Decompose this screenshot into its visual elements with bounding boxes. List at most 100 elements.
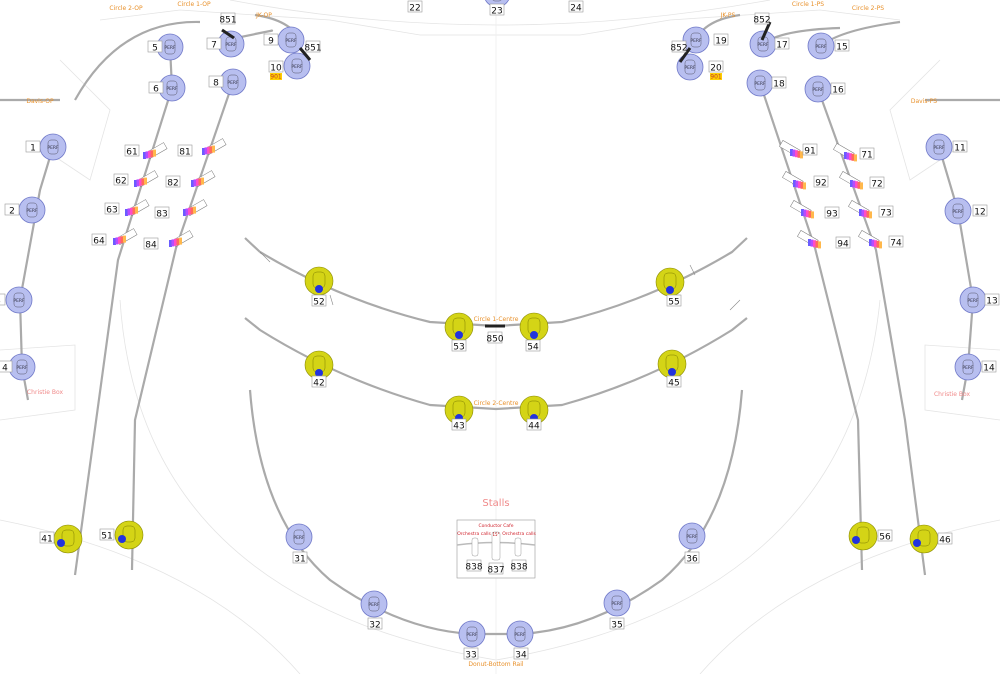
yellow-fixture-46[interactable]: 46 [909, 524, 953, 554]
yellow-fixture-45[interactable]: 45 [657, 349, 687, 389]
led-fixture-64[interactable]: 64 [91, 228, 138, 247]
fixture-number-31-text: 31 [294, 555, 305, 565]
led-fixture-72[interactable]: 72 [839, 171, 885, 190]
channel-number-text: 851 [219, 16, 236, 26]
channel-tag-852: 852 [670, 40, 692, 63]
perf-fixture-icon [285, 523, 313, 551]
yellow-fixture-54[interactable]: 54 [519, 312, 549, 353]
fixture-number-44: 44 [526, 418, 542, 432]
fixture-number-6-text: 6 [153, 85, 159, 95]
led-fixture-82[interactable]: 82 [165, 170, 216, 189]
led-fixture-63[interactable]: 63 [104, 199, 150, 216]
perf-icon-label: PERF [611, 601, 623, 607]
fixture-number-81: 81 [177, 144, 193, 158]
yellow-fixture-43[interactable]: 43 [444, 395, 474, 432]
fixture-number-17: 17 [774, 37, 790, 51]
perf-fixture-35[interactable]: PERF 35 [603, 589, 631, 631]
perf-fixture-icon [925, 133, 953, 161]
fixture-number-3-text: 3 [0, 297, 1, 307]
position-label-circle1-op: Circle 1-OP [177, 1, 211, 8]
perf-fixture-6[interactable]: PERF 6 [148, 74, 186, 102]
fixture-number-43-text: 43 [453, 422, 464, 432]
fixture-number-62-text: 62 [115, 177, 126, 187]
channel-number: 852 [670, 40, 688, 54]
led-fixture-94[interactable]: 94 [797, 230, 851, 250]
perf-icon-label: PERF [291, 64, 303, 70]
yellow-fixture-41[interactable]: 41 [39, 524, 83, 554]
fixture-number-94-text: 94 [837, 240, 849, 250]
fixture-number-84-text: 84 [145, 241, 157, 251]
perf-icon-label: PERF [285, 38, 297, 44]
yellow-fixture-51[interactable]: 51 [99, 520, 144, 550]
perf-fixture-7[interactable]: PERF 7 [206, 30, 245, 58]
perf-icon-label: PERF [47, 145, 59, 151]
led-fixture-61[interactable]: 61 [124, 142, 168, 159]
led-fixture-91[interactable]: 91 [779, 140, 818, 159]
fixture-number-6: 6 [148, 81, 164, 95]
led-fixture-92[interactable]: 92 [782, 171, 829, 190]
led-fixture-93[interactable]: 93 [790, 200, 840, 220]
perf-icon-label: PERF [225, 42, 237, 48]
led-fixture-62[interactable]: 62 [113, 170, 159, 187]
fixture-number-18-text: 18 [773, 80, 785, 90]
position-label-circle2-ps: Circle 2-PS [852, 5, 884, 12]
fixture-number-31: 31 [292, 551, 308, 565]
led-fixture-81[interactable]: 81 [177, 138, 227, 158]
yellow-fixture-42[interactable]: 42 [304, 350, 334, 389]
position-label-circle1-centre: Circle 1-Centre [474, 316, 519, 323]
perf-fixture-icon [678, 522, 706, 550]
fixture-number-42-text: 42 [313, 379, 324, 389]
fixture-number-8: 8 [208, 75, 224, 89]
fixture-number-7-text: 7 [211, 41, 217, 51]
badge-icon [455, 331, 463, 339]
fixture-number-16: 16 [830, 82, 846, 96]
perf-fixture-18[interactable]: PERF 18 [746, 69, 787, 97]
perf-icon-label: PERF [754, 81, 766, 87]
led-fixture-71[interactable]: 71 [833, 143, 875, 162]
yellow-fixture-52[interactable]: 52 [304, 266, 334, 308]
led-fixture-84[interactable]: 84 [143, 230, 194, 251]
yellow-fixture-icon [909, 524, 939, 554]
fixture-number-8-text: 8 [213, 79, 219, 89]
orchestra-calls-right: Orchestra calls [502, 531, 536, 537]
fixture-number-62: 62 [113, 173, 129, 187]
yellow-fixture-53[interactable]: 53 [444, 312, 474, 353]
channel-838-left-text: 838 [465, 563, 482, 573]
fixture-number-52: 52 [311, 294, 327, 308]
perf-icon-label: PERF [166, 86, 178, 92]
yellow-fixture-56[interactable]: 56 [848, 521, 893, 551]
led-fixture-73[interactable]: 73 [848, 200, 894, 219]
perf-fixture-23[interactable]: PERF23 [484, 0, 510, 17]
conductor-tag: 15° [492, 532, 499, 537]
yellow-fixture-44[interactable]: 44 [519, 395, 549, 432]
channel-837-text: 837 [487, 566, 504, 576]
position-label-circle2-centre: Circle 2-Centre [474, 400, 519, 407]
led-fixture-74[interactable]: 74 [858, 230, 904, 249]
fixture-number-35-text: 35 [611, 621, 622, 631]
channel-838-right-text: 838 [510, 563, 527, 573]
led-fixture-83[interactable]: 83 [154, 199, 208, 220]
yellow-fixture-55[interactable]: 55 [655, 267, 685, 308]
